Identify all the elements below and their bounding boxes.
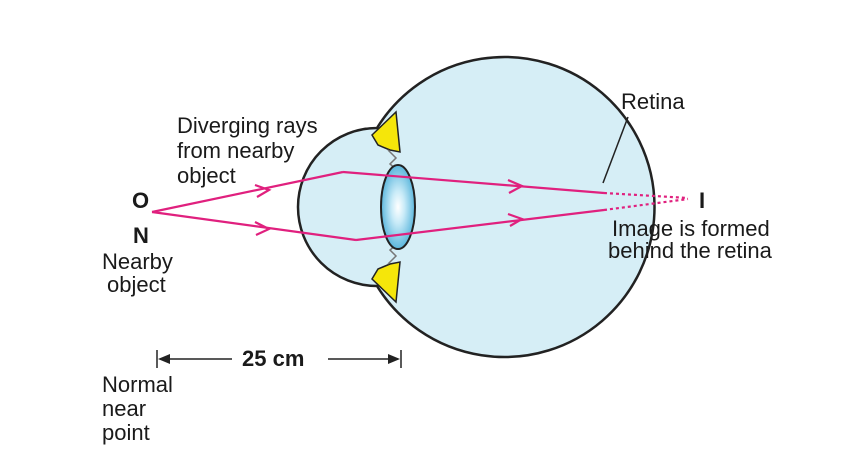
ray-arrow (507, 212, 525, 227)
near-point-label: Normal near point (102, 372, 179, 445)
point-o-label: O (132, 188, 149, 213)
point-n-label: N (133, 223, 149, 248)
nearby-object-label: Nearby object (102, 249, 179, 297)
arrowhead-right (388, 354, 400, 364)
retina-label: Retina (621, 89, 685, 114)
ray-upper-inside (342, 170, 605, 195)
ray-arrow (254, 221, 272, 236)
distance-label: 25 cm (242, 346, 304, 371)
ray-lower-extension (603, 197, 689, 212)
nearby-object-line: Nearby (102, 249, 173, 274)
image-note-line: Image is formed (612, 216, 770, 241)
near-point-line: Normal (102, 372, 173, 397)
ray-arrow (507, 178, 525, 194)
ray-lower-outside (151, 210, 357, 242)
near-point-line: point (102, 420, 150, 445)
distance-dimension (156, 350, 402, 368)
near-point-line: near (102, 396, 146, 421)
image-note-label: Image is formed behind the retina (608, 216, 776, 263)
ray-arrow (254, 183, 272, 198)
eye-lens (380, 164, 416, 250)
rays (151, 170, 689, 242)
image-note-line: behind the retina (608, 238, 773, 263)
ray-upper-extension (603, 191, 689, 200)
retina-pointer (602, 116, 629, 184)
diverging-rays-line: from nearby (177, 138, 294, 163)
diverging-rays-label: Diverging rays from nearby object (177, 113, 324, 188)
nearby-object-line: object (107, 272, 166, 297)
ray-lower-inside (355, 208, 605, 242)
image-point-label: I (699, 188, 705, 213)
ciliary-muscle-top (371, 110, 401, 153)
eyeball (296, 55, 656, 359)
ciliary-muscle-bottom (371, 261, 401, 304)
ray-upper-outside (151, 170, 344, 214)
diverging-rays-line: Diverging rays (177, 113, 318, 138)
diverging-rays-line: object (177, 163, 236, 188)
arrowhead-left (158, 354, 170, 364)
